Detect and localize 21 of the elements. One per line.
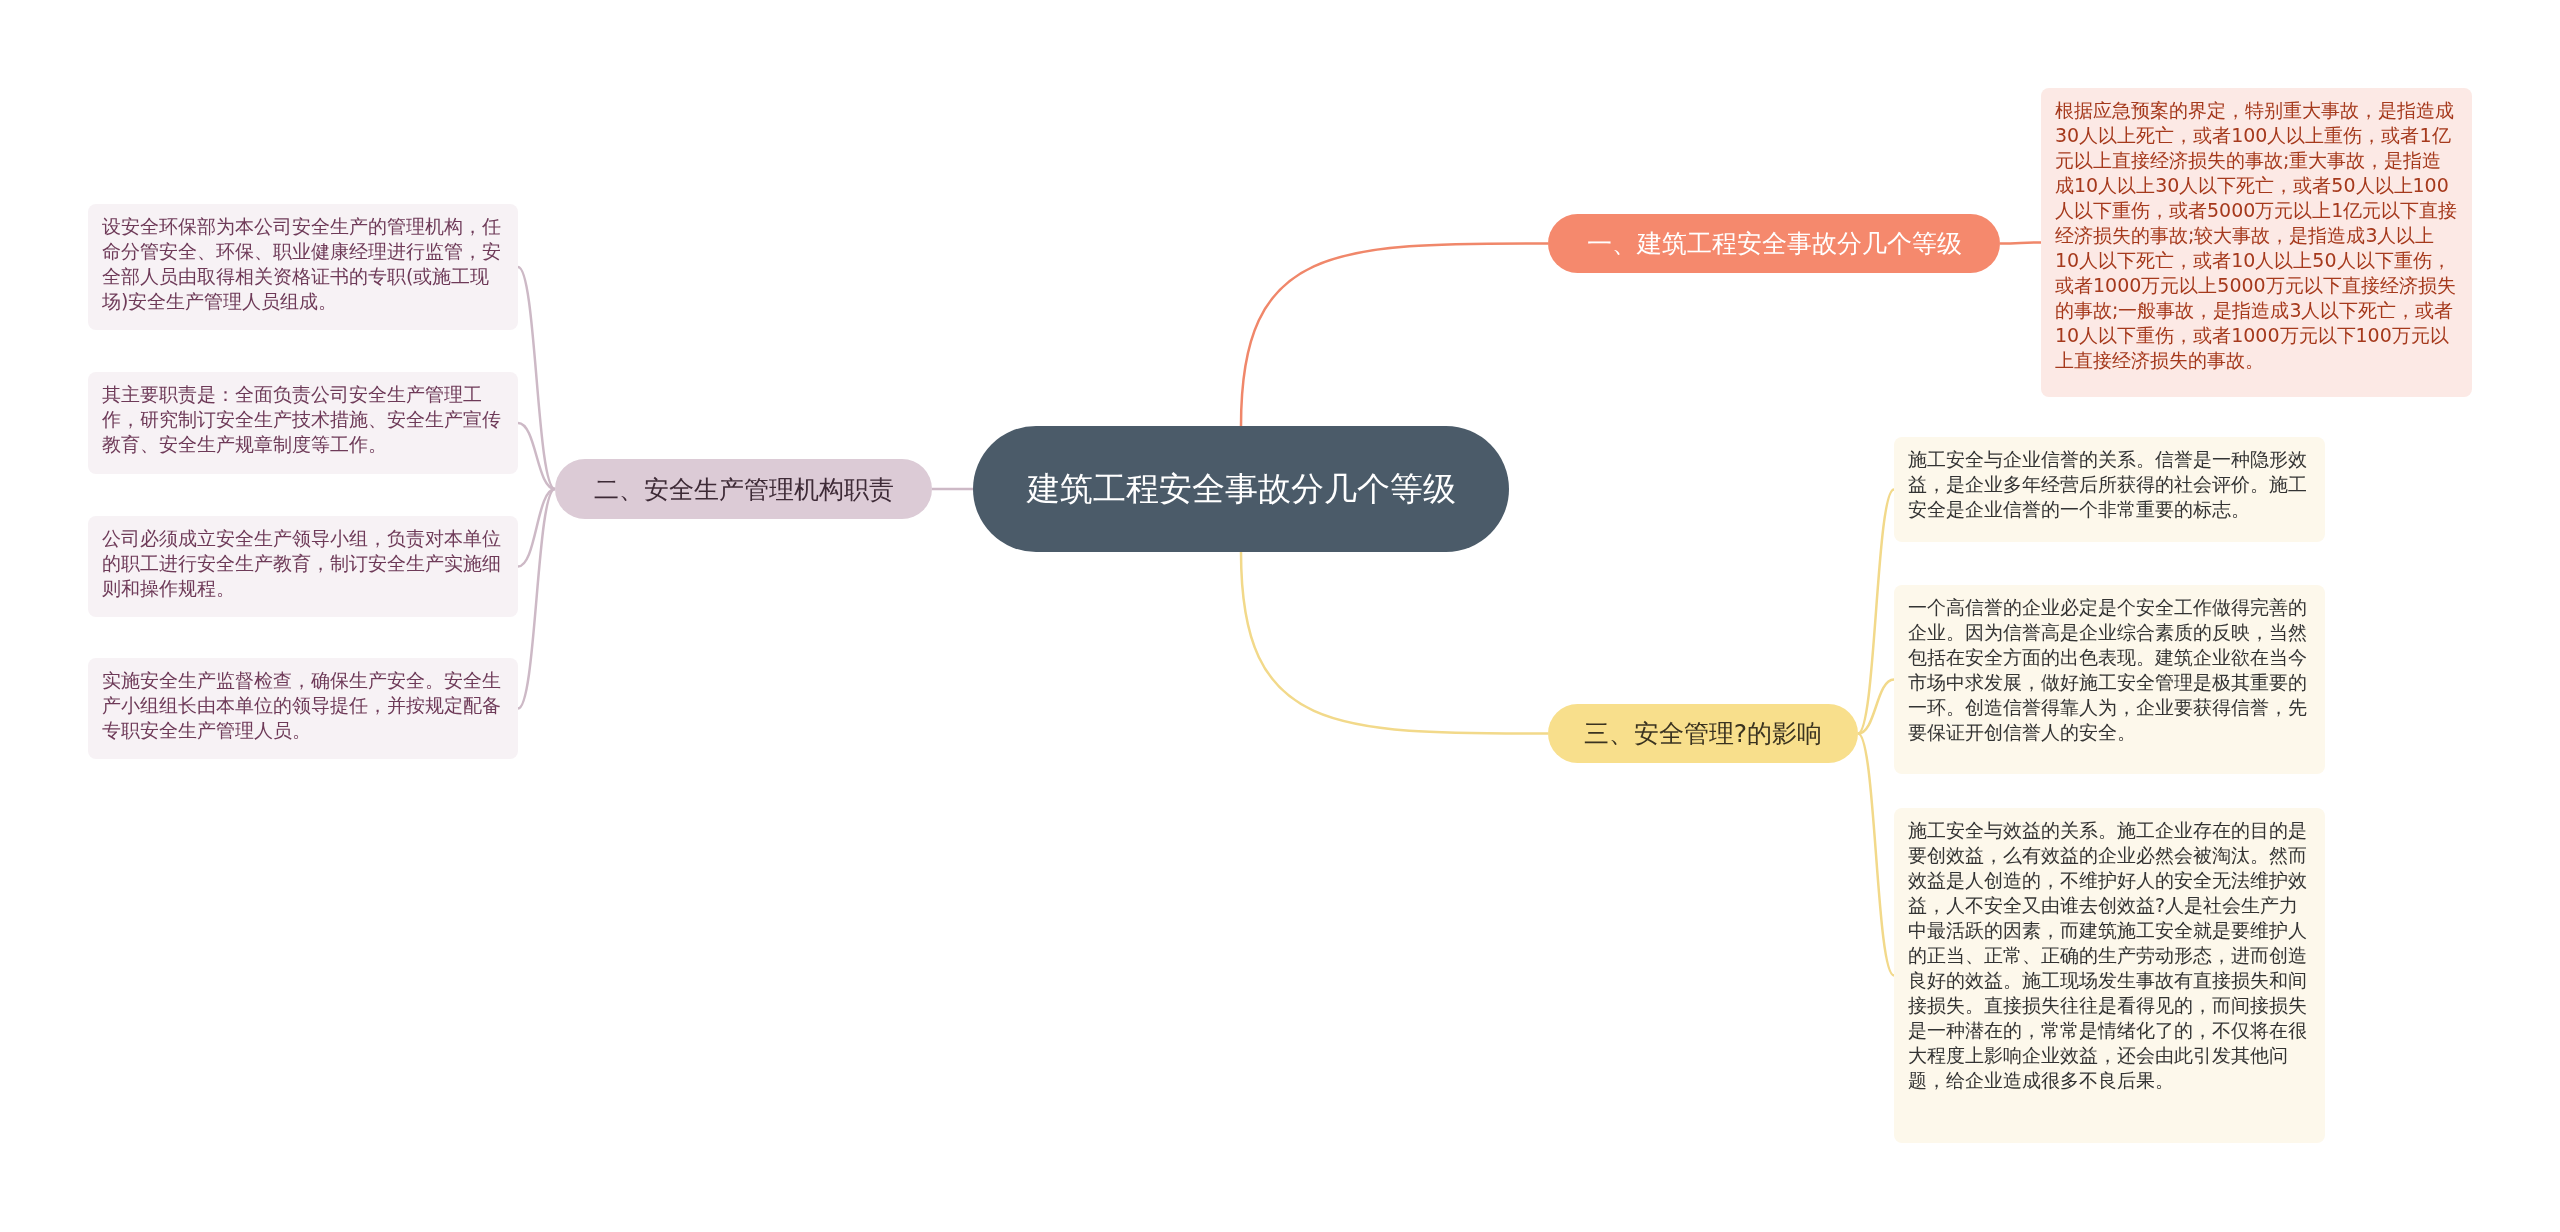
connector-line — [517, 488, 556, 710]
note-card: 施工安全与企业信誉的关系。信誉是一种隐形效益，是企业多年经营后所获得的社会评价。施工安全是企业信誉的一个非常重要的标志。 — [1894, 437, 2325, 542]
note-card: 设安全环保部为本公司安全生产的管理机构，任命分管安全、环保、职业健康经理进行监管，安全部人员由取得相关资格证书的专职(或施工现场)安全生产管理人员组成。 — [88, 204, 518, 330]
note-card: 其主要职责是：全面负责公司安全生产管理工作，研究制订安全生产技术措施、安全生产宣传教育、安全生产规章制度等工作。 — [88, 372, 518, 474]
note-card: 施工安全与效益的关系。施工企业存在的目的是要创效益，么有效益的企业必然会被淘汰。然而效益是人创造的，不维护好人的安全无法维护效益，人不安全又由谁去创效益?人是社会生产力中最活跃的因素，而建筑施工安全就是要维护人的正当、正常、正确的生产劳动形态，进而创造良好的效益。施工现场发生事故有直接损失和间接损失。直接损失往往是看得见的，而间接损失是一种潜在的，常常是情绪化了的，不仅将在很大程度上影响企业效益，还会由此引发其他问题，给企业造成很多不良后果。 — [1894, 808, 2325, 1143]
central-topic: 建筑工程安全事故分几个等级 — [973, 426, 1509, 552]
connector-line — [517, 266, 556, 490]
branch-topic: 二、安全生产管理机构职责 — [555, 459, 932, 519]
branch-topic: 三、安全管理?的影响 — [1548, 704, 1858, 763]
note-card: 实施安全生产监督检查，确保生产安全。安全生产小组组长由本单位的领导提任，并按规定配备专职安全生产管理人员。 — [88, 658, 518, 759]
connector-line — [1857, 732, 1895, 977]
branch-topic: 一、建筑工程安全事故分几个等级 — [1548, 214, 2000, 273]
connector-line — [1239, 242, 1548, 427]
note-card: 公司必须成立安全生产领导小组，负责对本单位的职工进行安全生产教育，制订安全生产实施细则和操作规程。 — [88, 516, 518, 617]
connector-line — [1857, 678, 1895, 735]
connector-line — [932, 487, 973, 491]
note-card: 根据应急预案的界定，特别重大事故，是指造成30人以上死亡，或者100人以上重伤，或者1亿元以上直接经济损失的事故;重大事故，是指造成10人以上30人以下死亡，或者50人以上100人以下重伤，或者5000万元以上1亿元以下直接经济损失的事故;较大事故，是指造成3人以上10人以下死亡，或者10人以上50人以下重伤，或者1000万元以上5000万元以下直接经济损失的事故;一般事故，是指造成3人以下死亡，或者10人以下重伤，或者1000万元以下100万元以上直接经济损失的事故。 — [2041, 88, 2472, 397]
note-card: 一个高信誉的企业必定是个安全工作做得完善的企业。因为信誉高是企业综合素质的反映，当然包括在安全方面的出色表现。建筑企业欲在当今市场中求发展，做好施工安全管理是极其重要的一环。创造信誉得靠人为，企业要获得信誉，先要保证开创信誉人的安全。 — [1894, 585, 2325, 774]
connector-line — [2000, 241, 2041, 245]
connector-line — [1239, 551, 1548, 735]
connector-line — [1857, 488, 1895, 735]
